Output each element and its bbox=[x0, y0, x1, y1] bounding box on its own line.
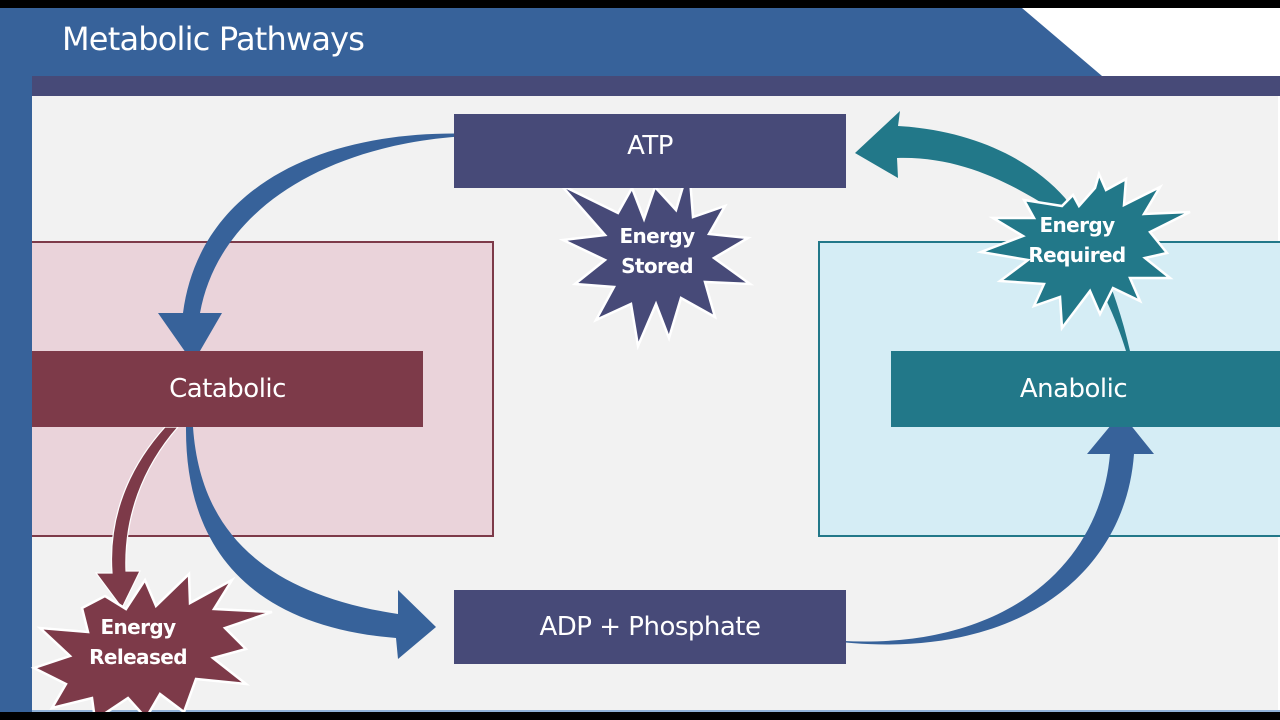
energy-required-line2: Required bbox=[1028, 243, 1126, 267]
arrow-adp-to-anabolic bbox=[817, 413, 1154, 645]
energy-stored-burst bbox=[558, 165, 755, 351]
energy-stored-line2: Stored bbox=[621, 254, 693, 278]
adp-phosphate-node: ADP + Phosphate bbox=[454, 590, 846, 664]
energy-released-line2: Released bbox=[89, 645, 187, 669]
anabolic-node: Anabolic bbox=[891, 351, 1280, 427]
arrow-catabolic-to-released bbox=[94, 426, 180, 610]
energy-required-label: Energy Required bbox=[1007, 210, 1147, 270]
energy-released-label: Energy Released bbox=[68, 612, 208, 672]
adp-phosphate-label: ADP + Phosphate bbox=[539, 612, 761, 642]
left-accent-bar bbox=[0, 8, 32, 712]
bottom-border bbox=[32, 710, 1280, 712]
energy-stored-line1: Energy bbox=[619, 224, 695, 248]
anabolic-label: Anabolic bbox=[1019, 374, 1128, 404]
header-band bbox=[0, 8, 1102, 76]
energy-released-line1: Energy bbox=[100, 615, 176, 639]
energy-required-line1: Energy bbox=[1039, 213, 1115, 237]
arrows-layer bbox=[30, 111, 1191, 712]
energy-required-burst bbox=[976, 170, 1191, 332]
catabolic-node: Catabolic bbox=[32, 351, 423, 427]
slide: Metabolic Pathways ATP ADP + Phosphate C… bbox=[0, 8, 1280, 712]
arrow-catabolic-to-adp bbox=[185, 427, 436, 659]
energy-released-burst bbox=[30, 571, 273, 712]
energy-stored-label: Energy Stored bbox=[587, 221, 727, 281]
slide-title: Metabolic Pathways bbox=[62, 20, 365, 58]
catabolic-label: Catabolic bbox=[169, 374, 286, 404]
atp-node: ATP bbox=[454, 114, 846, 188]
header-sub-band bbox=[32, 76, 1280, 96]
atp-label: ATP bbox=[627, 131, 673, 161]
arrow-atp-to-catabolic bbox=[158, 133, 495, 363]
